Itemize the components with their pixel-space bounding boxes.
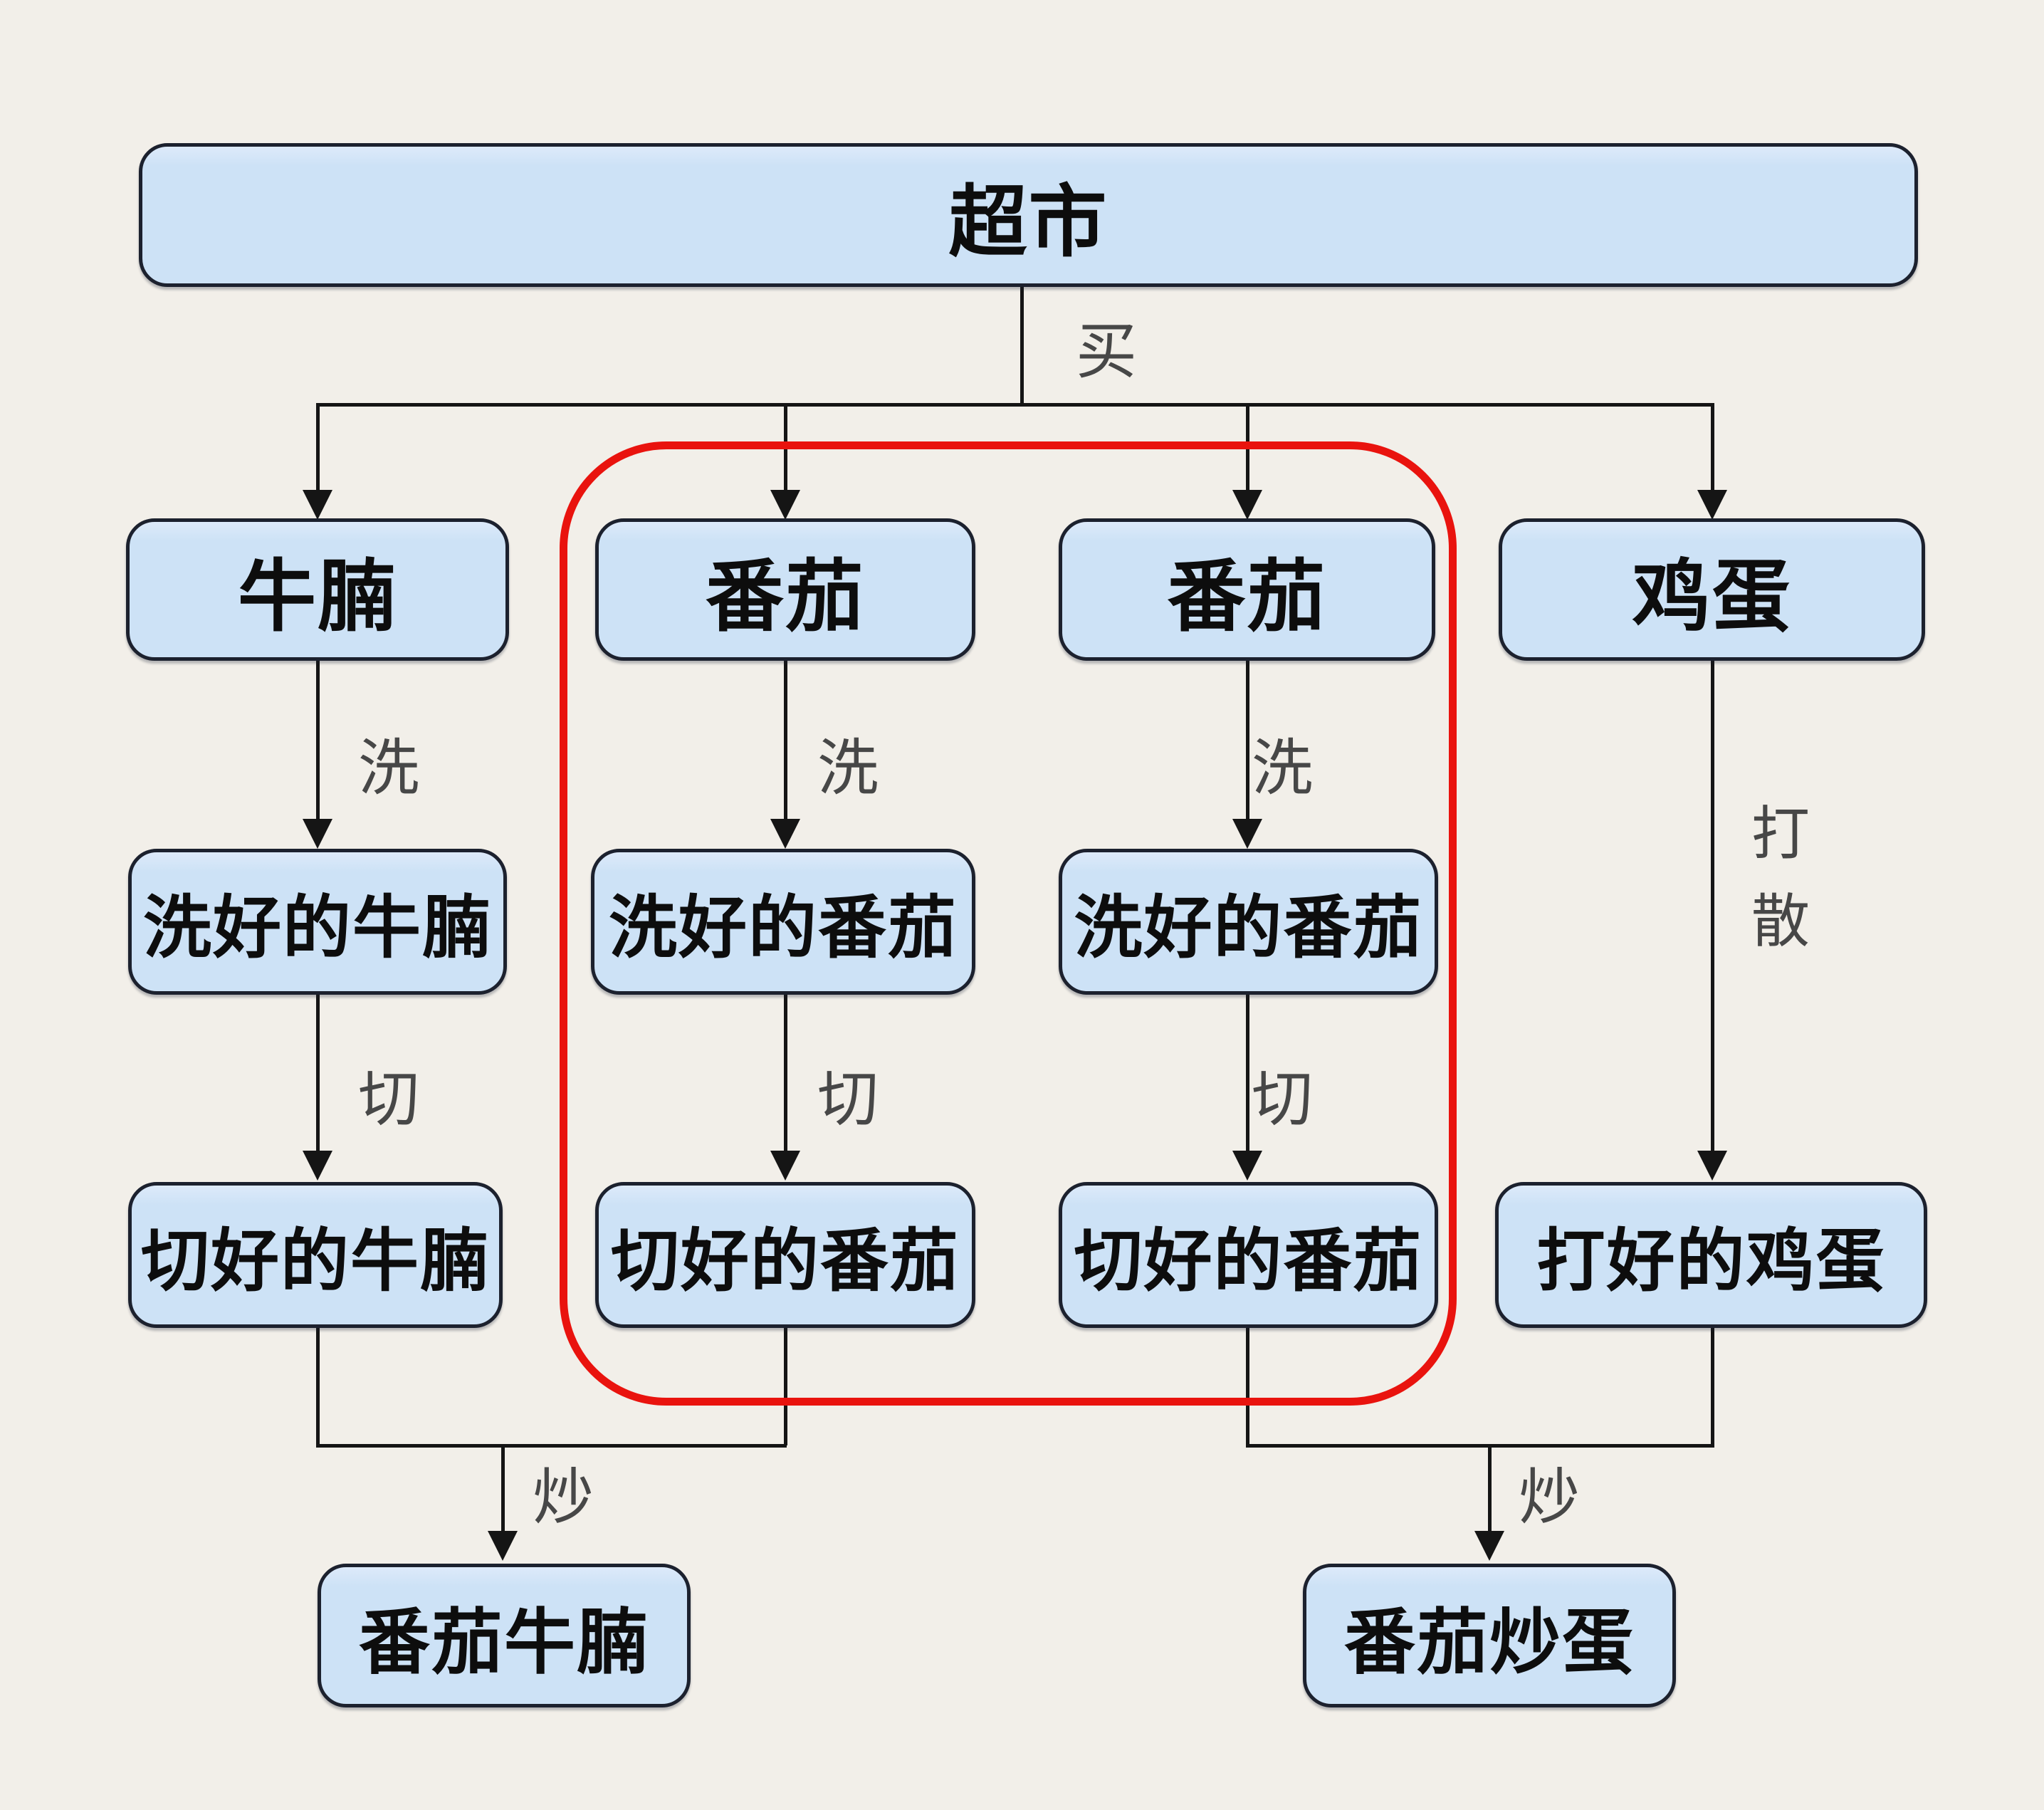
edge-label-wash-1: 洗 [358, 734, 419, 802]
connector-wash-beef [316, 661, 320, 820]
edge-label-cut-1: 切 [358, 1065, 419, 1134]
edge-label-cut-3: 切 [1252, 1065, 1313, 1134]
edge-label-buy: 买 [1076, 318, 1137, 386]
arrowhead-wash-beef [303, 819, 332, 849]
edge-label-fry-left: 炒 [533, 1463, 594, 1532]
node-tomato-egg-dish: 番茄炒蛋 [1303, 1564, 1676, 1707]
connector-merge-left-a [316, 1328, 320, 1445]
connector-cut-tomato-1 [784, 995, 787, 1152]
connector-wash-tomato-2 [1246, 661, 1249, 820]
connector-drop-tomato-1 [784, 403, 787, 493]
arrowhead-fry-left [488, 1531, 518, 1561]
edge-label-beat: 打散 [1751, 802, 1810, 954]
arrowhead-cut-tomato-1 [770, 1151, 800, 1181]
arrowhead-fry-right [1474, 1531, 1504, 1561]
connector-merge-right-b [1711, 1328, 1714, 1445]
arrowhead-tomato-2 [1232, 490, 1262, 520]
edge-label-cut-2: 切 [817, 1065, 879, 1134]
arrowhead-wash-tomato-2 [1232, 819, 1262, 849]
node-tomato-2: 番茄 [1059, 518, 1435, 661]
edge-label-fry-right: 炒 [1519, 1463, 1580, 1532]
edge-label-wash-3: 洗 [1252, 734, 1313, 802]
connector-drop-tomato-2 [1246, 403, 1249, 493]
connector-drop-egg [1711, 403, 1714, 493]
connector-wash-tomato-1 [784, 661, 787, 820]
node-eggs: 鸡蛋 [1499, 518, 1925, 661]
node-chopped-beef: 切好的牛腩 [128, 1182, 503, 1328]
arrowhead-cut-tomato-2 [1232, 1151, 1262, 1181]
arrowhead-wash-tomato-1 [770, 819, 800, 849]
connector-drop-beef [316, 403, 320, 493]
node-chopped-tomato-1: 切好的番茄 [595, 1182, 975, 1328]
node-washed-tomato-2: 洗好的番茄 [1059, 849, 1438, 995]
node-tomato-beef-dish: 番茄牛腩 [318, 1564, 691, 1707]
node-beaten-eggs: 打好的鸡蛋 [1495, 1182, 1927, 1328]
connector-merge-left-bar [316, 1444, 787, 1448]
connector-cut-beef [316, 995, 320, 1152]
connector-merge-left-b [784, 1328, 787, 1445]
connector-fry-right-stem [1488, 1444, 1492, 1532]
connector-cut-tomato-2 [1246, 995, 1249, 1152]
node-beef-brisket: 牛腩 [126, 518, 509, 661]
arrowhead-tomato-1 [770, 490, 800, 520]
arrowhead-beef [303, 490, 332, 520]
arrowhead-egg [1697, 490, 1727, 520]
arrowhead-beat-egg [1697, 1151, 1727, 1181]
connector-supermarket-stem [1020, 287, 1024, 403]
node-chopped-tomato-2: 切好的番茄 [1059, 1182, 1438, 1328]
connector-fork [316, 403, 1714, 407]
connector-merge-right-a [1246, 1328, 1249, 1445]
connector-fry-left-stem [501, 1444, 505, 1532]
node-tomato-1: 番茄 [595, 518, 975, 661]
connector-beat-egg [1711, 661, 1714, 1152]
connector-merge-right-bar [1246, 1444, 1714, 1448]
node-washed-beef: 洗好的牛腩 [128, 849, 507, 995]
node-washed-tomato-1: 洗好的番茄 [591, 849, 975, 995]
node-supermarket: 超市 [139, 143, 1918, 287]
arrowhead-cut-beef [303, 1151, 332, 1181]
edge-label-wash-2: 洗 [817, 734, 879, 802]
